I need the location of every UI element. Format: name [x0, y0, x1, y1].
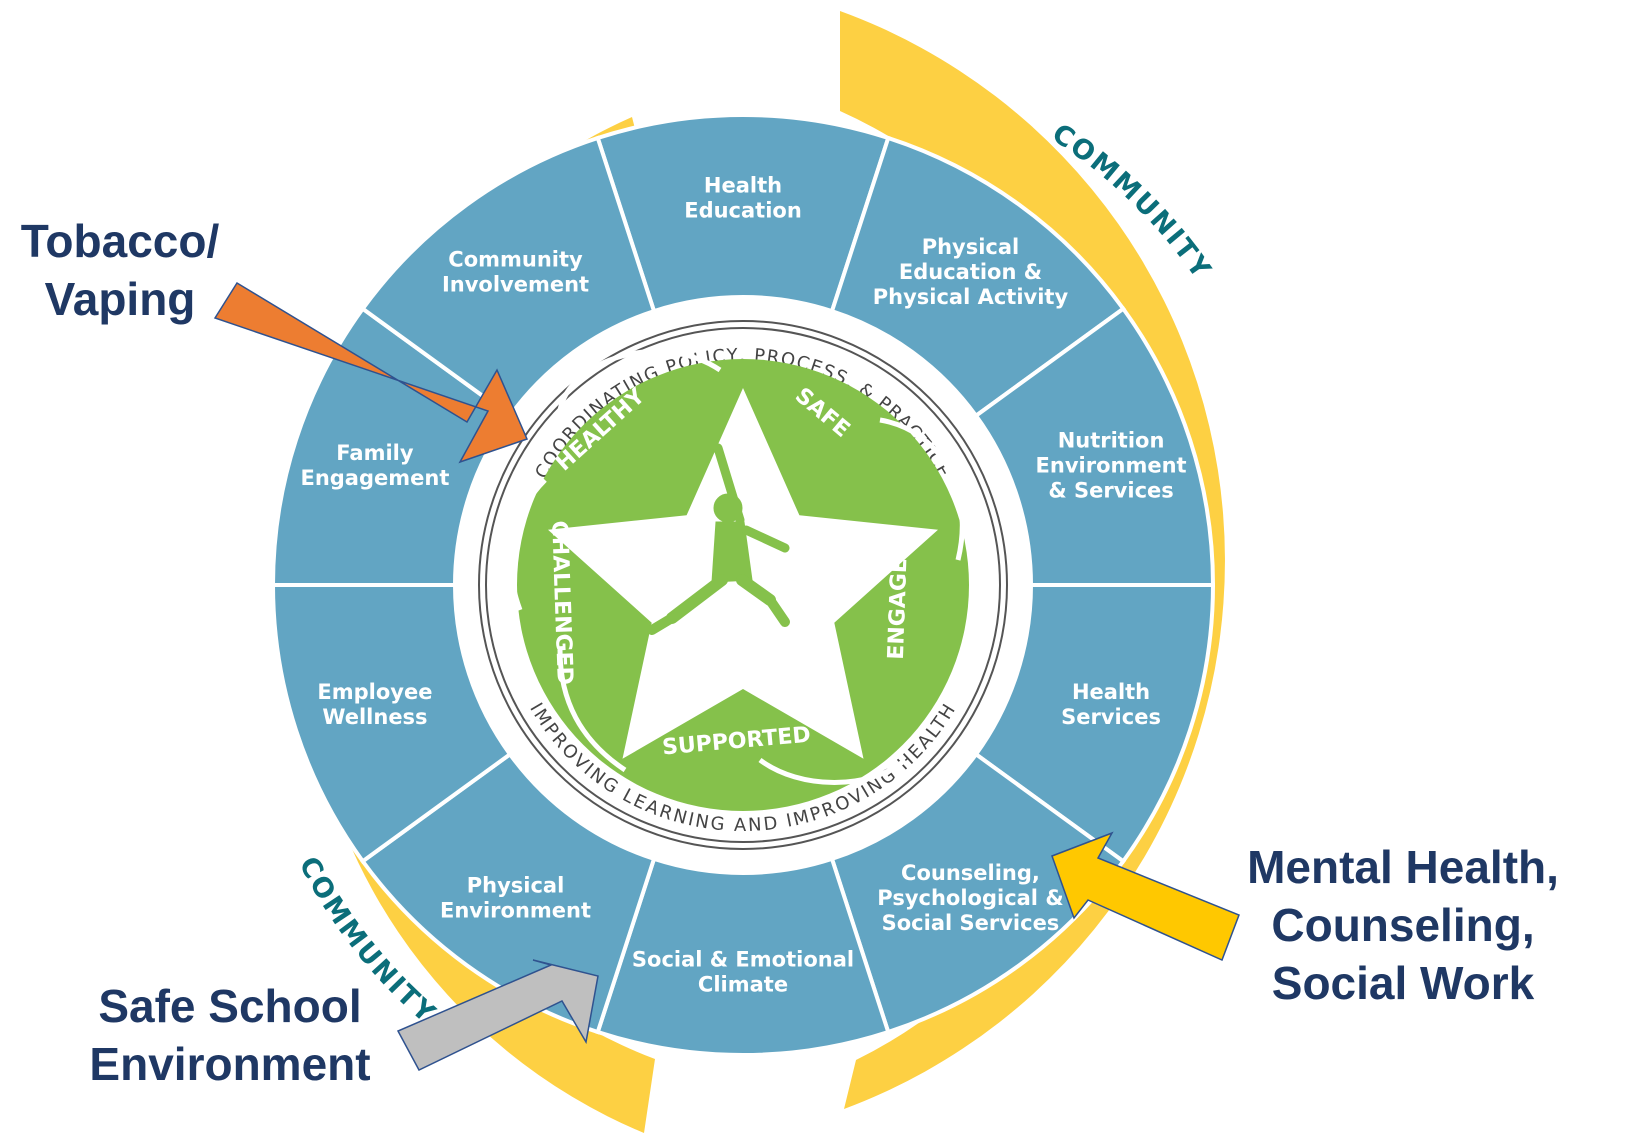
component-label-line: Wellness — [322, 705, 427, 729]
callout-safe-school: Safe School Environment — [80, 977, 380, 1093]
component-label-line: Environment — [440, 899, 591, 923]
callout-mental-health-line3: Social Work — [1271, 957, 1535, 1009]
callout-mental-health: Mental Health, Counseling, Social Work — [1238, 838, 1568, 1012]
core-divider-curves — [508, 348, 965, 785]
component-label-line: Health — [1072, 680, 1150, 704]
callout-tobacco: Tobacco/ Vaping — [10, 212, 230, 328]
callout-tobacco-line1: Tobacco/ — [20, 215, 220, 267]
component-label-line: Psychological & — [877, 886, 1063, 910]
component-label-line: Employee — [317, 680, 432, 704]
callout-tobacco-line2: Vaping — [44, 273, 196, 325]
hub-ring-line-inner — [485, 327, 1001, 843]
component-label-line: Services — [1061, 705, 1161, 729]
arrow-mental-health — [1051, 831, 1240, 962]
callout-mental-health-line1: Mental Health, — [1247, 841, 1559, 893]
component-label-line: Education — [684, 199, 802, 223]
callout-safe-school-line1: Safe School — [98, 980, 362, 1032]
arrow-tobacco — [213, 281, 529, 464]
core-word-engaged: ENGAGED — [884, 539, 913, 660]
component-label-line: Social & Emotional — [632, 948, 854, 972]
component-label-line: Physical Activity — [873, 285, 1069, 309]
core-word-challenged: CHALLENGED — [546, 520, 577, 685]
component-label-line: Family — [336, 441, 414, 465]
component-label-line: Physical — [922, 235, 1020, 259]
callout-safe-school-line2: Environment — [89, 1038, 371, 1090]
component-label-line: Nutrition — [1058, 428, 1165, 452]
component-label-line: Environment — [1036, 453, 1187, 477]
component-label-line: Physical — [467, 874, 565, 898]
component-label-line: Engagement — [300, 466, 449, 490]
component-label-line: Health — [704, 174, 782, 198]
jumping-figure-icon — [647, 443, 790, 635]
component-label-line: Climate — [698, 973, 788, 997]
component-label-line: Involvement — [442, 272, 589, 296]
hub-ring-line-outer — [478, 320, 1008, 850]
callout-mental-health-line2: Counseling, — [1271, 899, 1535, 951]
component-label-line: Social Services — [882, 911, 1060, 935]
arrow-safe-school — [396, 959, 599, 1071]
component-label: Counseling,Psychological &Social Service… — [877, 861, 1063, 935]
component-label-line: Education & — [899, 260, 1042, 284]
component-label-line: Community — [448, 247, 583, 271]
component-label-line: Counseling, — [901, 861, 1040, 885]
component-label-line: & Services — [1048, 478, 1173, 502]
